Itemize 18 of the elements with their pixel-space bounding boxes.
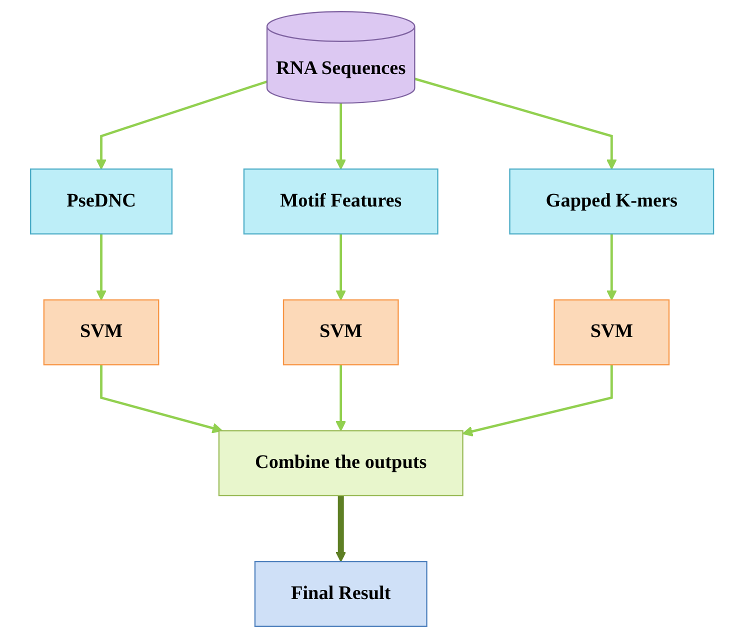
arrow	[462, 364, 613, 437]
arrow	[96, 234, 106, 300]
node-box: Final Result	[254, 560, 428, 627]
arrow	[336, 103, 346, 170]
arrow	[606, 234, 617, 300]
node-box: SVM	[554, 299, 670, 366]
node-box: Motif Features	[243, 168, 438, 234]
node-box: SVM	[43, 299, 160, 366]
node-box: Gapped K-mers	[509, 168, 714, 234]
node-box: Combine the outputs	[218, 430, 464, 496]
arrow	[336, 364, 346, 432]
arrow	[414, 78, 617, 170]
node-box: SVM	[282, 299, 399, 366]
arrow	[336, 234, 346, 300]
arrow	[336, 496, 346, 562]
node-box: PseDNC	[30, 168, 172, 234]
arrow	[96, 80, 268, 170]
arrow	[100, 364, 223, 434]
